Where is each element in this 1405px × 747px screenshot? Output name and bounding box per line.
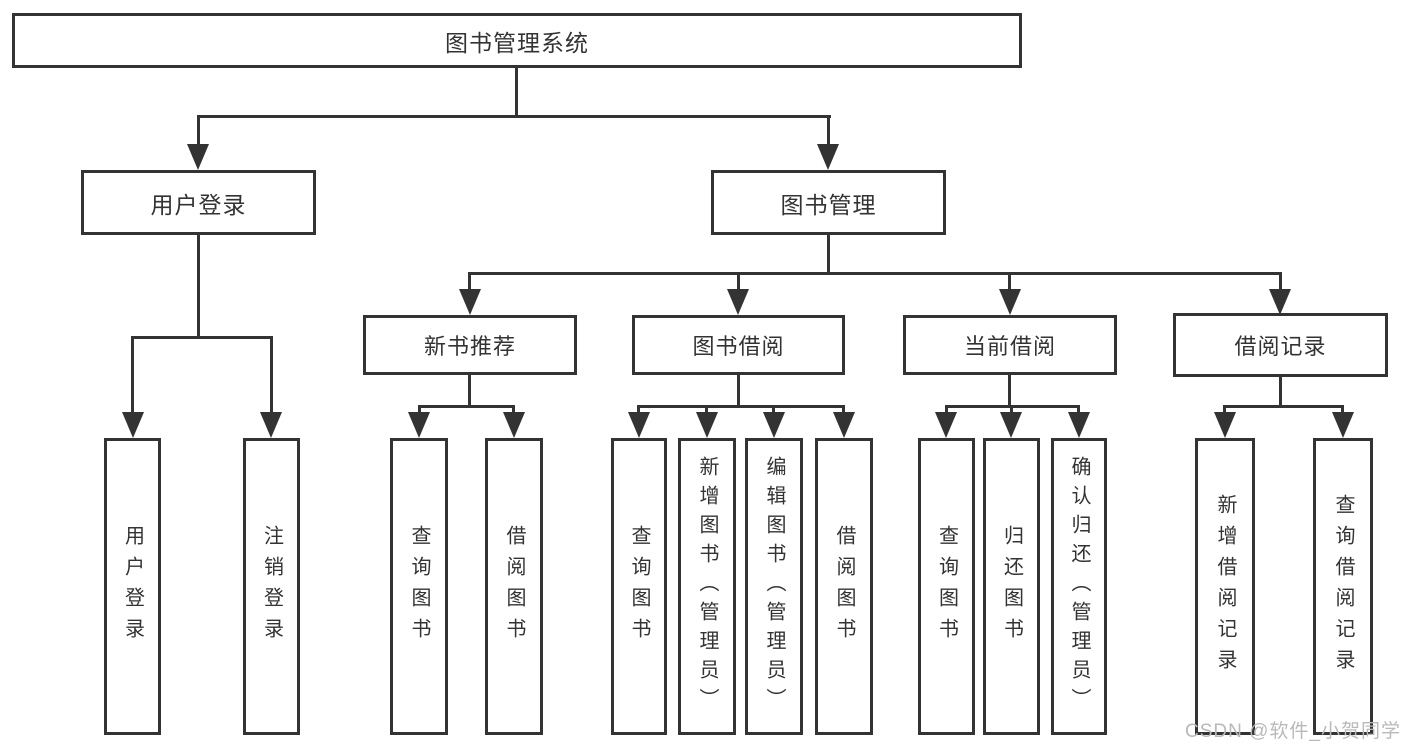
connector-userlogin-stem — [197, 235, 200, 338]
node-leaf-confirm-return-admin-label: 确认归还（管理员） — [1068, 456, 1090, 717]
node-leaf-add-borrow-record: 新增借阅记录 — [1195, 438, 1255, 735]
connector-bookborrow-split — [638, 405, 844, 408]
node-leaf-user-login: 用户登录 — [104, 438, 161, 735]
connector-drop-b1 — [418, 405, 421, 415]
connector-drop-b2 — [512, 405, 515, 415]
node-leaf-user-login-label: 用户登录 — [121, 524, 144, 649]
connector-drop-d2 — [1010, 405, 1013, 415]
arrowhead-login-leaf — [122, 412, 144, 438]
node-leaf-return-book-label: 归还图书 — [1000, 524, 1023, 649]
connector-userlogin-split — [131, 336, 271, 339]
arrowhead-current-borrow — [999, 289, 1021, 315]
node-book-management-label: 图书管理 — [780, 191, 877, 218]
node-leaf-query-books-2-label: 查询图书 — [628, 524, 650, 649]
connector-drop-current-borrow — [1008, 272, 1011, 292]
connector-root-split — [197, 115, 831, 118]
node-current-borrowing: 当前借阅 — [903, 315, 1117, 375]
node-leaf-logout: 注销登录 — [243, 438, 300, 735]
node-leaf-query-books-1: 查询图书 — [390, 438, 448, 735]
node-leaf-borrow-books-1: 借阅图书 — [485, 438, 543, 735]
arrowhead-book-mgmt — [817, 144, 839, 170]
arrowhead-e1 — [1214, 412, 1236, 438]
node-borrow-records: 借阅记录 — [1173, 313, 1388, 377]
node-leaf-query-borrow-record: 查询借阅记录 — [1313, 438, 1373, 735]
connector-drop-borrow-record — [1279, 272, 1282, 292]
node-new-book-recommend: 新书推荐 — [363, 315, 577, 375]
node-book-management: 图书管理 — [711, 170, 946, 235]
connector-drop-c2 — [705, 405, 708, 415]
arrowhead-d2 — [1000, 412, 1022, 438]
connector-drop-d3 — [1077, 405, 1080, 415]
arrowhead-c2 — [696, 412, 718, 438]
node-leaf-query-borrow-record-label: 查询借阅记录 — [1332, 493, 1354, 680]
arrowhead-book-borrow — [727, 289, 749, 315]
node-leaf-add-borrow-record-label: 新增借阅记录 — [1214, 493, 1236, 680]
arrowhead-c1 — [628, 412, 650, 438]
arrowhead-d1 — [935, 412, 957, 438]
connector-drop-login-leaf — [131, 336, 134, 415]
node-book-borrowing-label: 图书借阅 — [692, 334, 785, 359]
node-leaf-confirm-return-admin: 确认归还（管理员） — [1051, 438, 1107, 735]
connector-root-stem — [515, 68, 518, 118]
connector-bookborrow-stem — [737, 375, 740, 407]
connector-bookmgmt-stem — [827, 235, 830, 275]
connector-drop-book-borrow — [737, 272, 740, 292]
connector-newbook-stem — [468, 375, 471, 407]
connector-borrowrecord-split — [1225, 405, 1343, 408]
connector-drop-c1 — [637, 405, 640, 415]
node-borrow-records-label: 借阅记录 — [1234, 334, 1327, 359]
connector-newbook-split — [418, 405, 515, 408]
node-leaf-logout-label: 注销登录 — [260, 524, 283, 649]
connector-borrowrecord-stem — [1279, 377, 1282, 407]
arrowhead-logout-leaf — [260, 412, 282, 438]
arrowhead-b1 — [408, 412, 430, 438]
connector-drop-e1 — [1223, 405, 1226, 415]
node-leaf-query-books-3: 查询图书 — [918, 438, 975, 735]
node-library-system: 图书管理系统 — [12, 13, 1022, 68]
arrowhead-c4 — [833, 412, 855, 438]
connector-drop-user-login — [197, 115, 200, 147]
node-leaf-return-book: 归还图书 — [983, 438, 1040, 735]
connector-bookmgmt-split — [468, 272, 1280, 275]
node-leaf-add-book-admin: 新增图书（管理员） — [678, 438, 736, 735]
connector-drop-c4 — [842, 405, 845, 415]
connector-drop-new-book — [468, 272, 471, 292]
arrowhead-new-book — [459, 289, 481, 315]
node-leaf-borrow-books-1-label: 借阅图书 — [503, 524, 525, 649]
connector-drop-logout-leaf — [270, 336, 273, 415]
node-new-book-recommend-label: 新书推荐 — [423, 334, 516, 359]
node-leaf-borrow-books-2: 借阅图书 — [815, 438, 873, 735]
node-leaf-query-books-3-label: 查询图书 — [935, 524, 958, 649]
node-library-system-label: 图书管理系统 — [445, 29, 589, 56]
connector-drop-book-mgmt — [827, 115, 830, 147]
arrowhead-c3 — [763, 412, 785, 438]
node-current-borrowing-label: 当前借阅 — [963, 334, 1056, 359]
node-leaf-borrow-books-2-label: 借阅图书 — [833, 524, 855, 649]
arrowhead-borrow-record — [1269, 289, 1291, 315]
connector-drop-d1 — [945, 405, 948, 415]
connector-currentborrow-stem — [1008, 375, 1011, 407]
node-leaf-edit-book-admin-label: 编辑图书（管理员） — [763, 456, 785, 717]
arrowhead-b2 — [503, 412, 525, 438]
node-user-login-label: 用户登录 — [150, 191, 247, 218]
arrowhead-user-login — [187, 144, 209, 170]
csdn-watermark: CSDN @软件_小贺同学 — [1185, 721, 1401, 742]
connector-drop-e2 — [1341, 405, 1344, 415]
arrowhead-d3 — [1068, 412, 1090, 438]
node-leaf-add-book-admin-label: 新增图书（管理员） — [696, 456, 718, 717]
connector-drop-c3 — [772, 405, 775, 415]
node-leaf-query-books-2: 查询图书 — [611, 438, 667, 735]
node-leaf-query-books-1-label: 查询图书 — [408, 524, 430, 649]
node-user-login: 用户登录 — [81, 170, 316, 235]
node-leaf-edit-book-admin: 编辑图书（管理员） — [745, 438, 803, 735]
arrowhead-e2 — [1332, 412, 1354, 438]
node-book-borrowing: 图书借阅 — [632, 315, 845, 375]
